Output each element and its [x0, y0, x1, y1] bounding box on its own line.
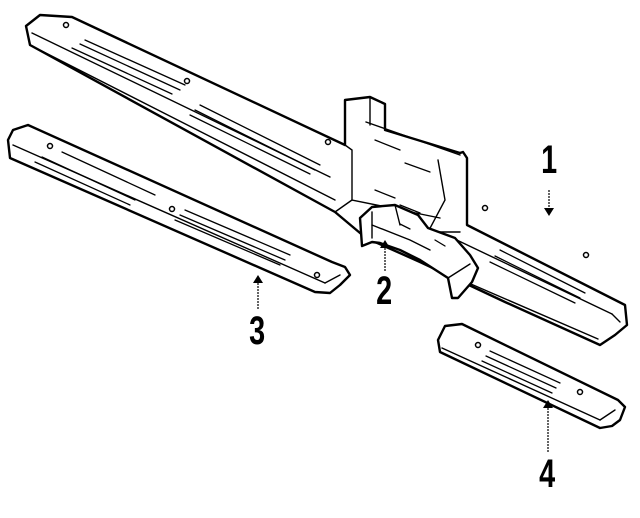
- leader-3: [253, 275, 263, 310]
- leader-2: [380, 240, 390, 272]
- leader-4: [543, 400, 553, 452]
- callout-2: 2: [376, 269, 393, 313]
- leader-1: [544, 190, 554, 216]
- callout-1: 1: [541, 138, 558, 182]
- callout-3: 3: [249, 309, 266, 353]
- part-2-bracket: [358, 203, 480, 300]
- callout-4: 4: [539, 452, 556, 496]
- part-3-sill-plate: [6, 123, 352, 295]
- part-4-sill-plate: [436, 322, 627, 430]
